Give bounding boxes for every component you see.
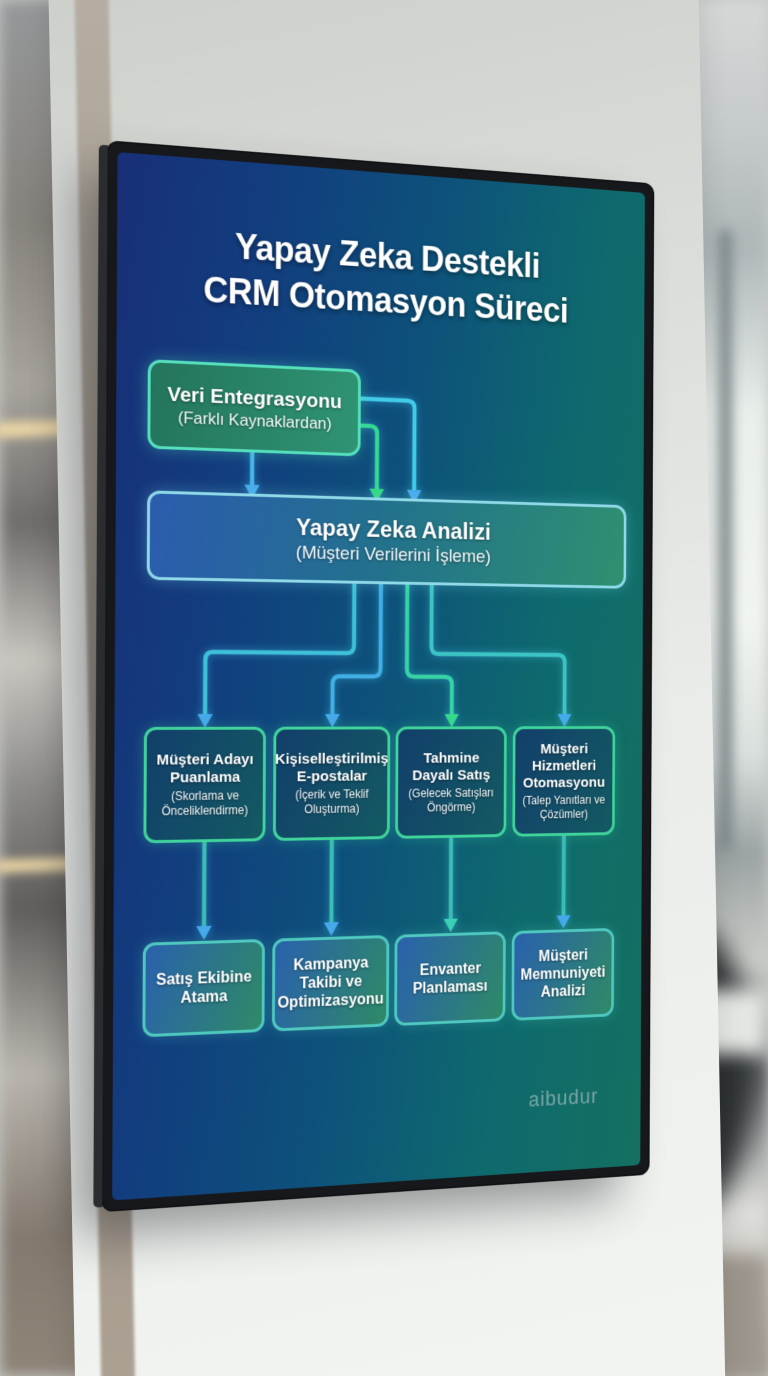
- node-title: Müşteri Adayı Puanlama: [151, 751, 260, 787]
- node-subtitle: (İçerik ve Teklif Oluşturma): [280, 787, 384, 816]
- arrowhead: [197, 714, 212, 728]
- node-musteri-adayi-puanlama: Müşteri Adayı Puanlama (Skorlama ve Önce…: [143, 727, 266, 844]
- connector-root-analysis-3: [360, 399, 414, 491]
- node-title: Müşteri Memnuniyeti Analizi: [518, 946, 608, 1003]
- display-screen: Yapay Zeka Destekli CRM Otomasyon Süreci: [112, 152, 645, 1200]
- arrowhead: [196, 926, 211, 940]
- flow-connectors: [112, 152, 645, 1200]
- node-satis-ekibine-atama: Satış Ekibine Atama: [142, 939, 264, 1037]
- connector-analysis-branch-2: [332, 583, 381, 715]
- node-subtitle: (Talep Yanıtları ve Çözümler): [519, 793, 609, 821]
- node-title: Tahmine Dayalı Satış: [402, 750, 501, 785]
- node-envanter-planlamasi: Envanter Planlaması: [394, 931, 506, 1026]
- arrowhead: [324, 922, 339, 936]
- node-musteri-hizmetleri-otomasyonu: Müşteri Hizmetleri Otomasyonu (Talep Yan…: [512, 726, 615, 837]
- watermark-logo: aibudur: [529, 1084, 599, 1112]
- node-subtitle: (Gelecek Satışları Öngörme): [402, 786, 501, 815]
- window-mullion: [719, 230, 732, 850]
- connector-root-analysis-2: [360, 426, 377, 490]
- node-tahmine-dayali-satis: Tahmine Dayalı Satış (Gelecek Satışları …: [395, 726, 507, 839]
- node-title: Satış Ekibine Atama: [149, 967, 258, 1009]
- arrowhead: [445, 714, 459, 727]
- node-title: Kampanya Takibi ve Optimizasyonu: [277, 953, 384, 1012]
- node-yapay-zeka-analizi: Yapay Zeka Analizi (Müşteri Verilerini İ…: [147, 490, 627, 588]
- node-kampanya-takibi: Kampanya Takibi ve Optimizasyonu: [272, 935, 389, 1032]
- node-subtitle: (Skorlama ve Önceliklendirme): [150, 788, 259, 818]
- node-musteri-memnuniyeti-analizi: Müşteri Memnuniyeti Analizi: [511, 928, 614, 1021]
- wall-display-frame: Yapay Zeka Destekli CRM Otomasyon Süreci: [101, 140, 654, 1212]
- node-kisisellestirilmis-epostalar: Kişiselleştirilmiş E-postalar (İçerik ve…: [273, 727, 390, 841]
- connector-analysis-branch-3: [407, 585, 453, 715]
- node-title: Kişiselleştirilmiş E-postalar: [275, 751, 389, 787]
- arrowhead: [557, 714, 571, 727]
- arrowhead: [325, 714, 340, 728]
- node-subtitle: (Müşteri Verilerini İşleme): [296, 541, 491, 568]
- arrowhead: [557, 915, 571, 929]
- node-title: Müşteri Hizmetleri Otomasyonu: [519, 741, 609, 792]
- node-title: Envanter Planlaması: [401, 958, 500, 998]
- node-veri-entegrasyonu: Veri Entegrasyonu (Farklı Kaynaklardan): [147, 359, 361, 456]
- arrowhead: [444, 919, 458, 933]
